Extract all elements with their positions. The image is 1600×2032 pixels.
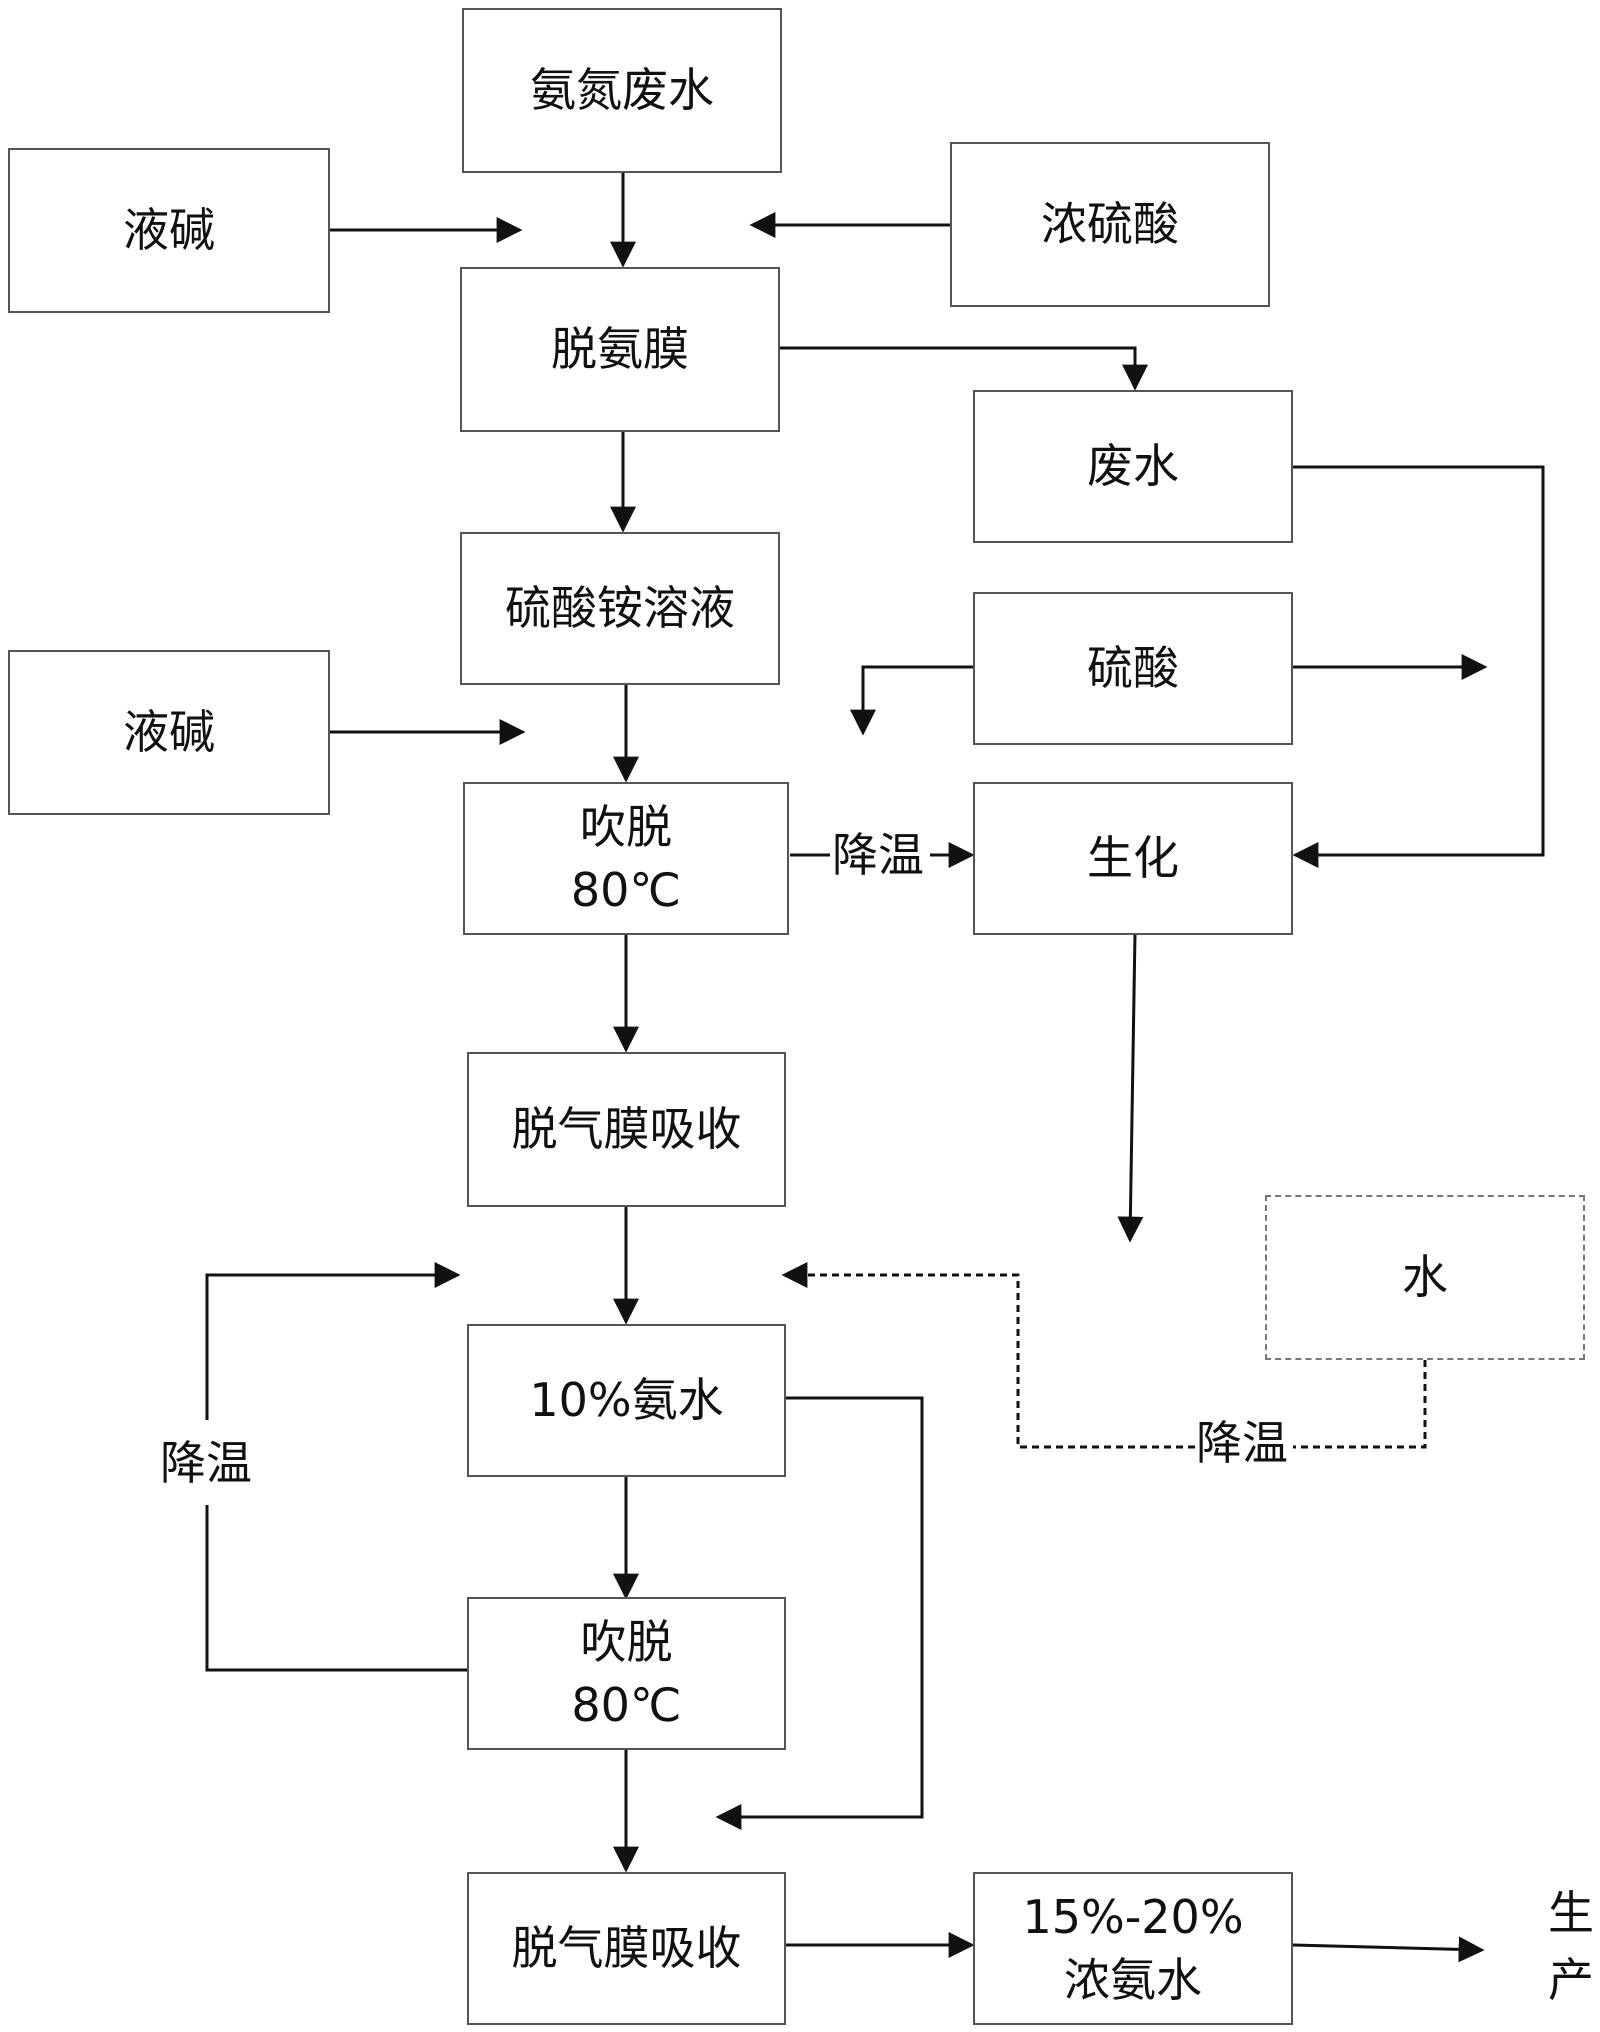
node-text: 浓硫酸 xyxy=(1041,197,1179,252)
label-cooling-stripping: 降温 xyxy=(832,828,924,882)
node-text-line1: 15%-20% xyxy=(1022,1890,1244,1945)
node-text-line2: 80℃ xyxy=(570,862,682,917)
arrow-sulfuric-left xyxy=(850,665,973,736)
node-wastewater: 废水 xyxy=(973,390,1293,543)
node-text-line2: 80℃ xyxy=(571,1677,682,1732)
dashed-water-line-left xyxy=(781,1262,1195,1449)
node-conc-sulfuric: 浓硫酸 xyxy=(950,142,1270,307)
node-text: 液碱 xyxy=(123,705,215,760)
node-text: 硫酸 xyxy=(1087,641,1179,696)
dashed-water-line-right xyxy=(1293,1360,1427,1449)
node-text: 硫酸铵溶液 xyxy=(505,581,735,636)
node-degas-absorb-1: 脱气膜吸收 xyxy=(467,1052,786,1207)
arrow-ammonium-sulfate-to-stripping xyxy=(613,673,639,783)
label-production-char-1: 生 xyxy=(1548,1886,1594,1940)
label-production: 生 产 xyxy=(1543,1880,1599,2013)
node-water: 水 xyxy=(1265,1195,1585,1360)
node-ammonia-wastewater: 氨氮废水 xyxy=(462,8,782,173)
arrow-cooling-loop-left-lower xyxy=(205,1505,467,1672)
node-deammonia-membrane: 脱氨膜 xyxy=(460,267,780,432)
label-cooling-left-loop: 降温 xyxy=(160,1436,252,1490)
node-text: 水 xyxy=(1402,1250,1448,1305)
node-alkali-1: 液碱 xyxy=(8,148,330,313)
node-text: 脱氨膜 xyxy=(551,322,689,377)
node-text-line1: 吹脱 xyxy=(580,1615,673,1670)
arrow-cooling-loop-left-upper xyxy=(205,1262,461,1420)
node-alkali-2: 液碱 xyxy=(8,650,330,815)
node-text: 废水 xyxy=(1087,439,1179,494)
node-ammonia-10: 10%氨水 xyxy=(467,1324,786,1477)
node-stripping-2: 吹脱 80℃ xyxy=(467,1597,786,1750)
node-text-line2: 浓氨水 xyxy=(1064,1952,1202,2007)
node-text: 生化 xyxy=(1087,831,1179,886)
node-text: 10%氨水 xyxy=(529,1373,724,1428)
label-cooling-water: 降温 xyxy=(1196,1416,1288,1470)
arrow-wastewater-to-biochem xyxy=(1292,465,1545,868)
node-stripping-1: 吹脱 80℃ xyxy=(463,782,789,935)
arrow-biochem-down xyxy=(1117,932,1144,1243)
label-production-char-2: 产 xyxy=(1548,1952,1594,2007)
node-text: 脱气膜吸收 xyxy=(511,1921,742,1976)
node-text: 液碱 xyxy=(123,203,215,258)
node-biochem: 生化 xyxy=(973,782,1293,935)
node-text: 脱气膜吸收 xyxy=(511,1102,742,1157)
node-conc-ammonia: 15%-20% 浓氨水 xyxy=(973,1872,1293,2025)
arrow-conc-ammonia-to-production xyxy=(1292,1936,1485,1963)
arrow-ammonia-10-loop-right xyxy=(715,1396,924,1830)
node-sulfuric: 硫酸 xyxy=(973,592,1293,745)
node-text-line1: 吹脱 xyxy=(580,800,672,855)
node-degas-absorb-2: 脱气膜吸收 xyxy=(467,1872,786,2025)
node-text: 氨氮废水 xyxy=(530,63,714,118)
node-ammonium-sulfate: 硫酸铵溶液 xyxy=(460,532,780,685)
arrow-membrane-to-wastewater xyxy=(778,346,1148,391)
